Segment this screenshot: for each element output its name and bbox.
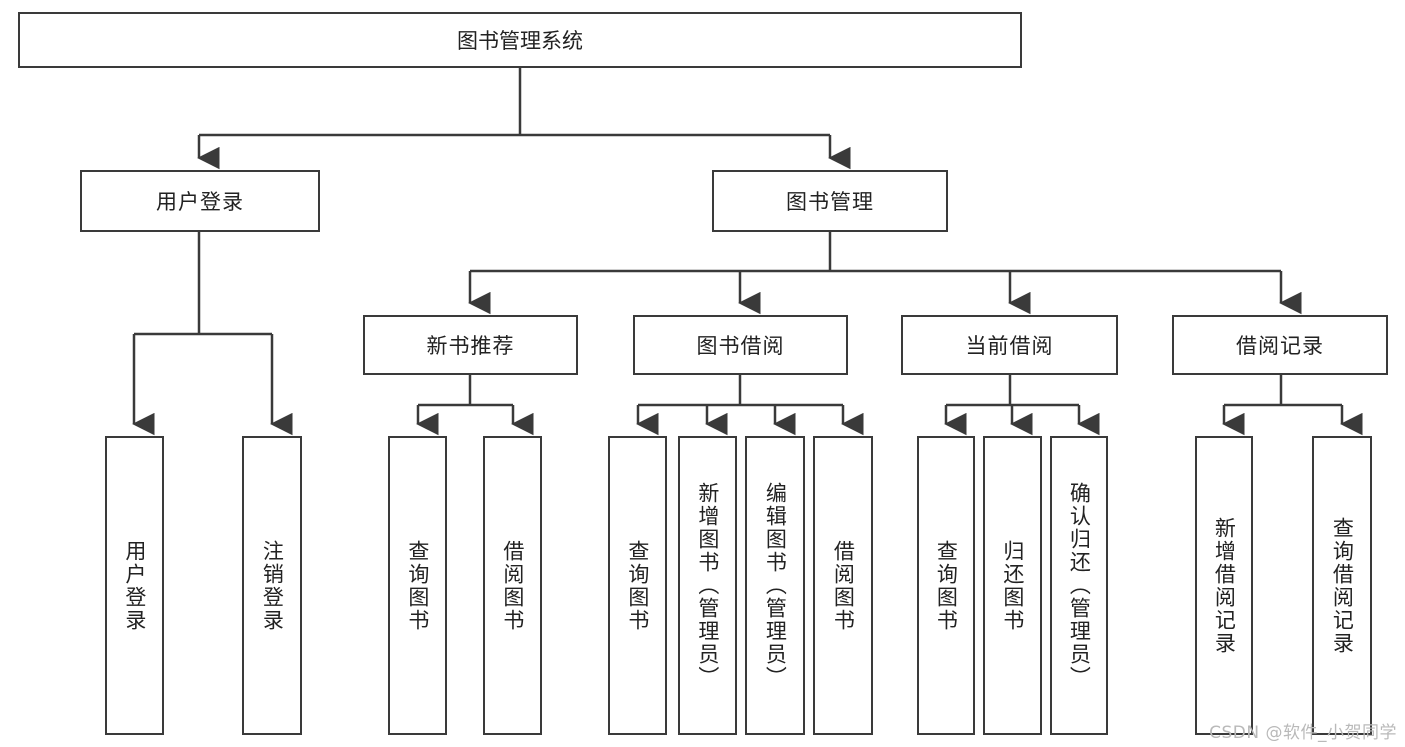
node-label: 借阅记录 [1236,334,1324,358]
leaf-query-book-current[interactable]: 查询图书 [917,436,975,735]
node-book-management[interactable]: 图书管理 [712,170,948,232]
leaf-query-borrow-record[interactable]: 查询借阅记录 [1312,436,1372,735]
node-label: 当前借阅 [965,334,1054,358]
leaf-borrow-book-recommend[interactable]: 借阅图书 [483,436,542,735]
leaf-confirm-return-admin[interactable]: 确认归还（管理员） [1050,436,1108,735]
leaf-borrow-book[interactable]: 借阅图书 [813,436,873,735]
leaf-add-book-admin[interactable]: 新增图书（管理员） [678,436,737,735]
node-label: 图书管理系统 [457,29,583,53]
node-label: 新书推荐 [426,334,515,358]
node-book-borrow[interactable]: 图书借阅 [633,315,848,375]
node-user-login[interactable]: 用户登录 [80,170,320,232]
node-label: 图书借阅 [696,334,785,358]
leaf-return-book[interactable]: 归还图书 [983,436,1042,735]
node-book-management-system[interactable]: 图书管理系统 [18,12,1022,68]
leaf-query-book-borrow[interactable]: 查询图书 [608,436,667,735]
node-label: 用户登录 [156,190,244,214]
leaf-user-login[interactable]: 用户登录 [105,436,164,735]
watermark: CSDN @软件_小贺同学 [1209,723,1397,743]
leaf-edit-book-admin[interactable]: 编辑图书（管理员） [745,436,805,735]
node-borrow-record[interactable]: 借阅记录 [1172,315,1388,375]
node-new-book-recommend[interactable]: 新书推荐 [363,315,578,375]
leaf-query-book-recommend[interactable]: 查询图书 [388,436,447,735]
node-label: 图书管理 [786,190,874,214]
node-current-borrow[interactable]: 当前借阅 [901,315,1118,375]
leaf-add-borrow-record[interactable]: 新增借阅记录 [1195,436,1253,735]
leaf-user-logout[interactable]: 注销登录 [242,436,302,735]
